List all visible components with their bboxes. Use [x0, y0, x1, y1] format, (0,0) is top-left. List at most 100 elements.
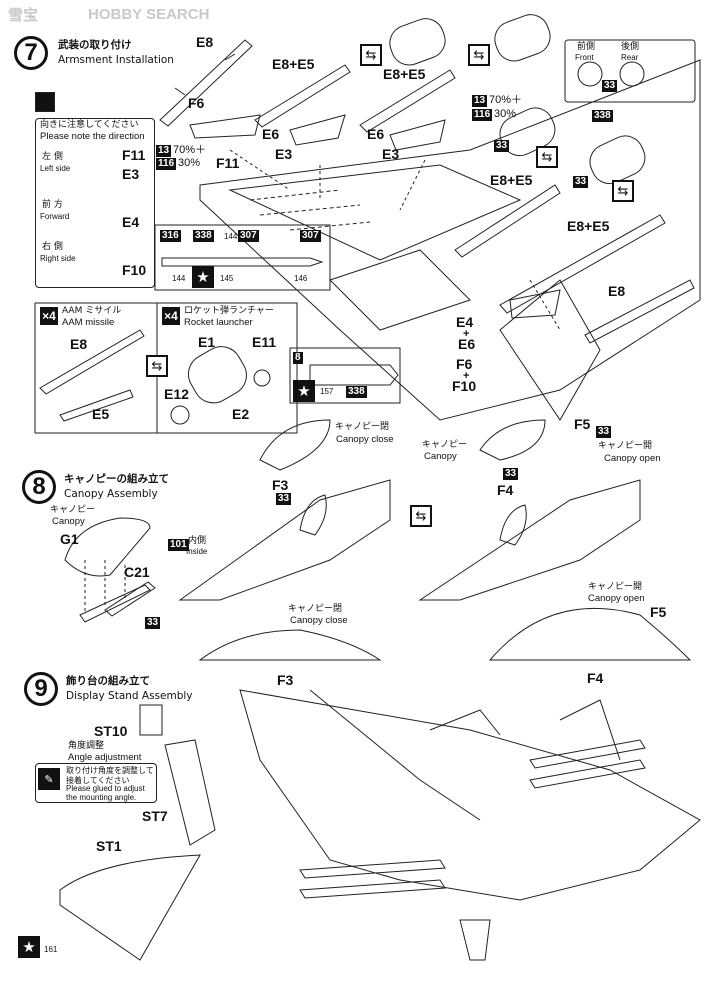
missile-color-316: 316	[160, 230, 181, 242]
label-e4: E4	[456, 314, 474, 330]
step-8-title-en: Canopy Assembly	[64, 488, 158, 500]
label-e8e5-4: E8+E5	[567, 218, 610, 234]
color-pct-70-a: 70%＋	[173, 144, 207, 156]
part-f4: F4	[497, 482, 514, 498]
part-f3-2: F3	[277, 672, 294, 688]
step-7-title-jp: 武装の取り付け	[58, 39, 132, 51]
flip-arrow-icon: ⇆	[468, 44, 490, 66]
missile-color-144-a: 144	[224, 232, 238, 241]
color-badge-116-a: 116	[156, 158, 177, 170]
part-f4-2: F4	[587, 670, 604, 686]
aam-jp: AAM ミサイル	[62, 306, 122, 316]
star-decal-icon: ★	[293, 380, 315, 402]
small-box-color-157: 157	[320, 387, 334, 396]
left-side-jp: 左 側	[42, 152, 63, 162]
missile-color-307-a: 307	[238, 230, 259, 242]
missile-color-338: 338	[193, 230, 214, 242]
f3-color-33: 33	[276, 493, 292, 505]
label-f10: F10	[452, 378, 477, 394]
color-pct-70-b: 70%＋	[489, 94, 523, 106]
label-e3-2: E3	[382, 146, 400, 162]
glue-tube-icon: ✎	[38, 768, 60, 790]
small-box-color-338: 338	[346, 386, 367, 398]
forward-en: Forward	[40, 212, 70, 221]
label-e8-top: E8	[196, 34, 214, 50]
open-en: Canopy open	[604, 453, 661, 464]
closed2-jp: キャノピー閉	[288, 604, 343, 614]
missile-e8e5-3	[454, 184, 561, 258]
rocket-part-e11: E11	[252, 334, 277, 350]
rocket-jp: ロケット弾ランチャー	[184, 306, 274, 316]
aam-en: AAM missile	[62, 317, 115, 328]
part-f3: F3	[272, 477, 289, 493]
canopy2-en: Canopy	[424, 451, 457, 462]
step-8-title-jp: キャノピーの組み立て	[64, 473, 169, 485]
step-7-number: 7	[14, 36, 48, 70]
rocket-part-e1: E1	[198, 334, 216, 350]
missile-color-144-b: 144	[172, 274, 186, 283]
step-9-title-en: Display Stand Assembly	[66, 690, 193, 702]
direction-note-box	[35, 118, 155, 288]
nozzle-front-en: Front	[575, 53, 594, 62]
step-7-title-en: Armsment Installation	[58, 54, 174, 66]
flip-arrow-icon: ⇆	[612, 180, 634, 202]
rocket-part-e2: E2	[232, 406, 250, 422]
canopy-en: Canopy	[52, 516, 85, 527]
open2-en: Canopy open	[588, 593, 645, 604]
label-f11: F11	[216, 155, 240, 171]
inside-jp: 内側	[188, 536, 207, 546]
open-jp: キャノピー開	[598, 441, 653, 451]
closed-en: Canopy close	[336, 434, 394, 445]
f4-color-33: 33	[503, 468, 519, 480]
nozzle-rear-jp: 後側	[621, 42, 640, 52]
glue-icon	[35, 92, 55, 112]
closed2-en: Canopy close	[290, 615, 348, 626]
angle-jp: 角度調整	[68, 741, 105, 751]
left-side-en: Left side	[40, 164, 71, 173]
note-part-e3: E3	[122, 166, 140, 182]
flip-arrow-icon: ⇆	[360, 44, 382, 66]
flip-arrow-icon: ⇆	[146, 355, 168, 377]
note-part-f11: F11	[122, 147, 146, 163]
part-f5-2: F5	[650, 604, 667, 620]
missile-e8e5-2	[359, 69, 456, 133]
watermark-logo: HOBBY SEARCH	[88, 6, 210, 23]
small-box-num: 8	[293, 352, 303, 364]
closed-jp: キャノピー閉	[335, 422, 390, 432]
nozzle-color-33-b: 33	[494, 140, 510, 152]
note-jp: 向きに注意してください	[40, 120, 139, 130]
aam-part-e5: E5	[92, 406, 110, 422]
label-e6-2: E6	[367, 126, 385, 142]
part-st7: ST7	[142, 808, 168, 824]
missile-e8-top	[159, 39, 253, 127]
aam-count: ×4	[40, 307, 58, 325]
note-part-f10: F10	[122, 262, 147, 278]
glue-en-2: the mounting angle.	[66, 793, 137, 802]
step-9-title-jp: 飾り台の組み立て	[66, 675, 150, 687]
label-e3-1: E3	[275, 146, 293, 162]
inside-color-101: 101	[168, 539, 189, 551]
c21-color-33: 33	[145, 617, 161, 629]
right-side-jp: 右 側	[42, 242, 63, 252]
label-plus-1: +	[463, 328, 470, 340]
label-f6-2: F6	[456, 356, 473, 372]
angle-en: Angle adjustment	[68, 752, 142, 763]
glue-en-1: Please glued to adjust	[66, 784, 145, 793]
step-8-number: 8	[22, 470, 56, 504]
label-plus-2: +	[463, 370, 470, 382]
label-e6-3: E6	[458, 336, 476, 352]
flip-arrow-icon: ⇆	[536, 146, 558, 168]
part-st10: ST10	[94, 723, 128, 739]
right-side-en: Right side	[40, 254, 76, 263]
missile-e8e5-4	[499, 214, 666, 314]
label-e8-right: E8	[608, 283, 626, 299]
color-badge-13-a: 13	[156, 145, 172, 157]
part-c21: C21	[124, 564, 150, 580]
missile-color-145: 145	[220, 274, 234, 283]
missile-e8e5-1	[254, 64, 351, 128]
label-e6-1: E6	[262, 126, 280, 142]
rocket-en: Rocket launcher	[184, 317, 253, 328]
nozzle-rear-en: Rear	[621, 53, 639, 62]
aam-part-e8: E8	[70, 336, 88, 352]
